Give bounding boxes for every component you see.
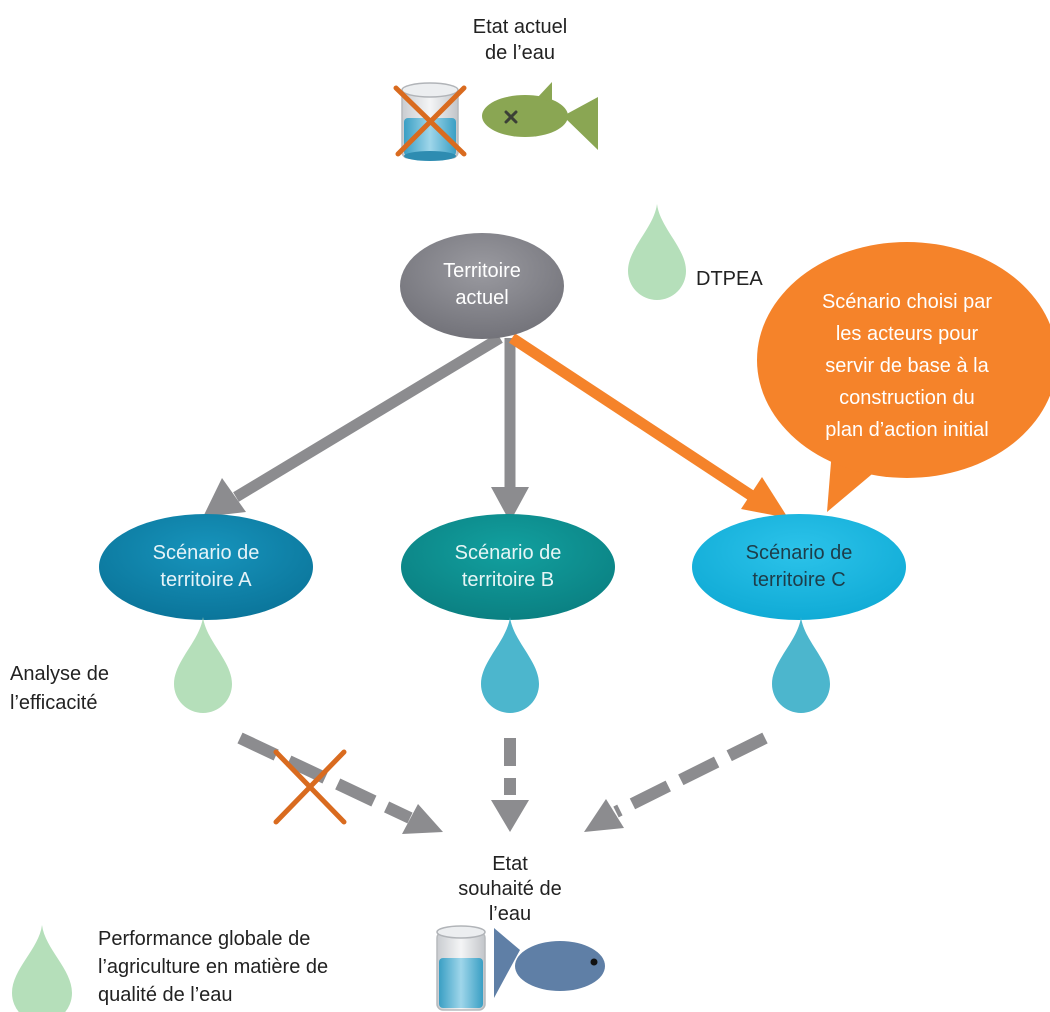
- node-scenario-c-line2: territoire C: [752, 569, 846, 591]
- node-scenario-c-shape: [692, 514, 906, 620]
- drop-icon-c: [772, 617, 830, 713]
- node-scenario-a-line2: territoire A: [160, 569, 252, 591]
- desired-state-label: Etat souhaité de l’eau: [440, 852, 580, 927]
- callout-line3: servir de base à la: [825, 355, 989, 377]
- node-scenario-b-line1: Scénario de: [454, 542, 562, 564]
- node-scenario-c-line1: Scénario de: [745, 542, 853, 564]
- arrow-b-to-goal: [491, 738, 529, 832]
- callout-line5: plan d’action initial: [825, 419, 989, 441]
- drop-icon-dtpea: [628, 204, 686, 300]
- node-scenario-a: Scénario de territoire A: [106, 540, 306, 594]
- callout-line2: les acteurs pour: [835, 323, 979, 345]
- fish-icon-current: [482, 82, 598, 150]
- node-scenario-b-shape: [401, 514, 615, 620]
- fish-icon-desired: [494, 928, 605, 998]
- drop-icon-a: [174, 617, 232, 713]
- arrow-a-to-goal: [237, 732, 443, 834]
- node-scenario-b-line2: territoire B: [461, 569, 555, 591]
- node-scenario-b: Scénario de territoire B: [408, 540, 608, 594]
- legend-line2: l’agriculture en matière de: [98, 956, 329, 978]
- glass-icon-desired: [436, 925, 486, 1011]
- drop-icon-legend: [12, 925, 72, 1012]
- current-state-line2: de l’eau: [484, 42, 556, 64]
- current-state-line1: Etat actuel: [472, 16, 568, 38]
- node-root-line2: actuel: [455, 287, 509, 309]
- node-scenario-a-shape: [99, 514, 313, 620]
- arrow-root-to-c: [508, 333, 788, 518]
- node-root-shape: [400, 233, 564, 339]
- node-root-line1: Territoire: [443, 260, 521, 282]
- analysis-line2: l’efficacité: [10, 692, 98, 714]
- callout-line4: construction du: [839, 387, 975, 409]
- analysis-line1: Analyse de: [10, 663, 109, 685]
- node-scenario-c: Scénario de territoire C: [699, 540, 899, 594]
- callout-bubble: [757, 242, 1050, 512]
- desired-state-line3: l’eau: [488, 903, 532, 925]
- desired-state-line1: Etat: [492, 853, 528, 875]
- desired-state-line2: souhaité de: [458, 878, 562, 900]
- callout-text: Scénario choisi par les acteurs pour ser…: [782, 286, 1032, 446]
- callout-line1: Scénario choisi par: [821, 291, 993, 313]
- arrow-c-to-goal: [584, 732, 768, 832]
- analysis-label: Analyse de l’efficacité: [10, 660, 109, 718]
- dtpea-label: DTPEA: [696, 268, 763, 290]
- node-scenario-a-line1: Scénario de: [152, 542, 260, 564]
- node-root: Territoire actuel: [402, 258, 562, 312]
- legend-line1: Performance globale de: [98, 928, 311, 950]
- current-state-label: Etat actuel de l’eau: [430, 14, 610, 66]
- arrow-root-to-a: [203, 333, 503, 517]
- arrow-root-to-b: [491, 338, 529, 522]
- legend-line3: qualité de l’eau: [98, 984, 233, 1006]
- cross-icon-current: [393, 85, 467, 157]
- cross-icon-path-a: [273, 749, 347, 825]
- drop-icon-b: [481, 617, 539, 713]
- legend-text: Performance globale de l’agriculture en …: [98, 925, 328, 1009]
